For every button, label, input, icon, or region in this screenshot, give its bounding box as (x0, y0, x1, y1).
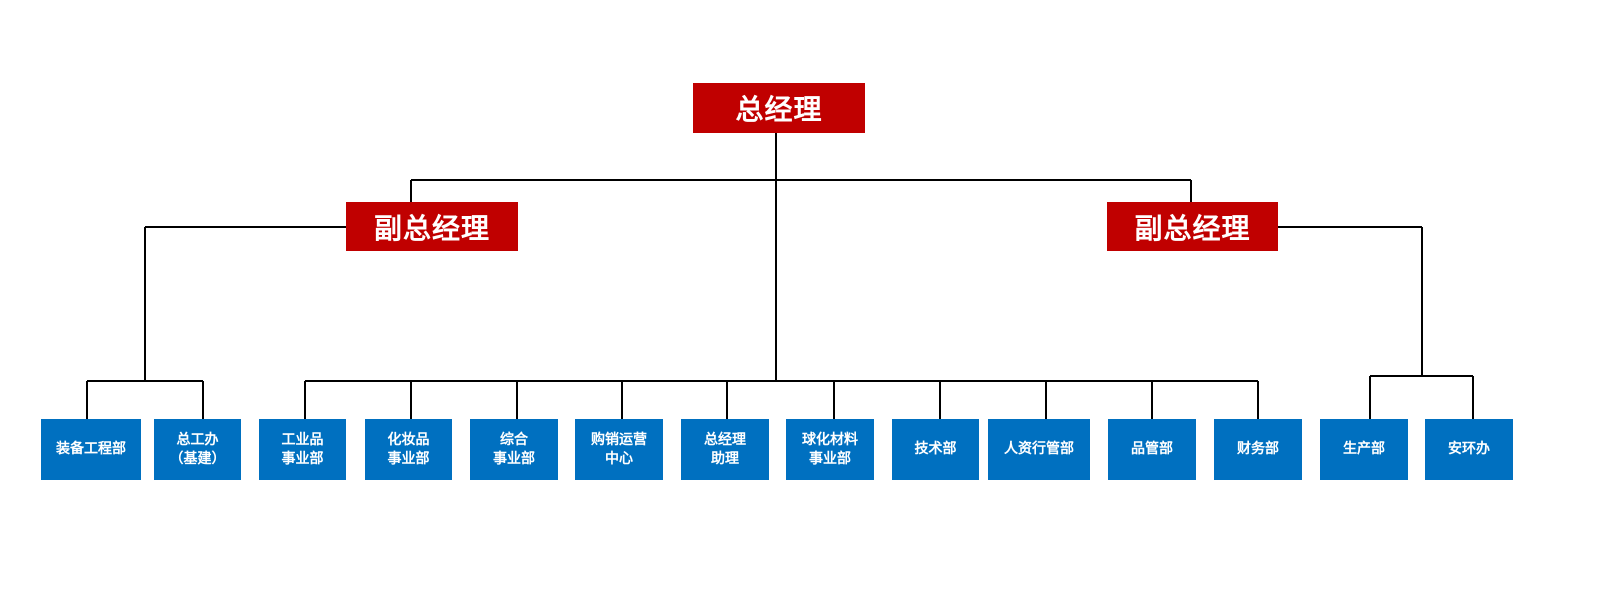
department-box: 总工办 （基建） (154, 419, 241, 480)
general-manager-box: 总经理 (693, 83, 865, 133)
department-box: 安环办 (1425, 419, 1513, 480)
department-label: 化妆品 事业部 (387, 431, 430, 467)
department-box: 品管部 (1108, 419, 1196, 480)
department-box: 化妆品 事业部 (365, 419, 452, 480)
department-box: 财务部 (1214, 419, 1302, 480)
department-box: 总经理 助理 (681, 419, 769, 480)
deputy-manager-right-label: 副总经理 (1134, 211, 1251, 245)
department-label: 人资行管部 (1004, 441, 1074, 457)
department-label: 球化材料 事业部 (802, 431, 858, 467)
general-manager-label: 总经理 (735, 93, 823, 126)
department-label: 总工办 （基建） (169, 431, 226, 467)
department-label: 装备工程部 (56, 441, 126, 457)
department-label: 安环办 (1448, 441, 1490, 457)
department-box: 球化材料 事业部 (786, 419, 874, 480)
department-label: 技术部 (914, 441, 957, 457)
department-label: 综合 事业部 (493, 431, 535, 467)
department-box: 工业品 事业部 (259, 419, 346, 480)
department-box: 生产部 (1320, 419, 1408, 480)
department-label: 生产部 (1343, 441, 1385, 457)
department-label: 财务部 (1237, 441, 1279, 457)
department-box: 装备工程部 (41, 419, 141, 480)
department-box: 人资行管部 (988, 419, 1090, 480)
department-label: 总经理 助理 (704, 431, 746, 467)
department-label: 品管部 (1131, 441, 1173, 457)
department-box: 购销运营 中心 (575, 419, 663, 480)
department-box: 技术部 (892, 419, 979, 480)
department-label: 购销运营 中心 (591, 431, 647, 467)
deputy-manager-right-box: 副总经理 (1107, 202, 1278, 251)
deputy-manager-left-box: 副总经理 (346, 202, 518, 251)
department-label: 工业品 事业部 (281, 431, 324, 467)
department-box: 综合 事业部 (470, 419, 558, 480)
deputy-manager-left-label: 副总经理 (373, 211, 490, 245)
